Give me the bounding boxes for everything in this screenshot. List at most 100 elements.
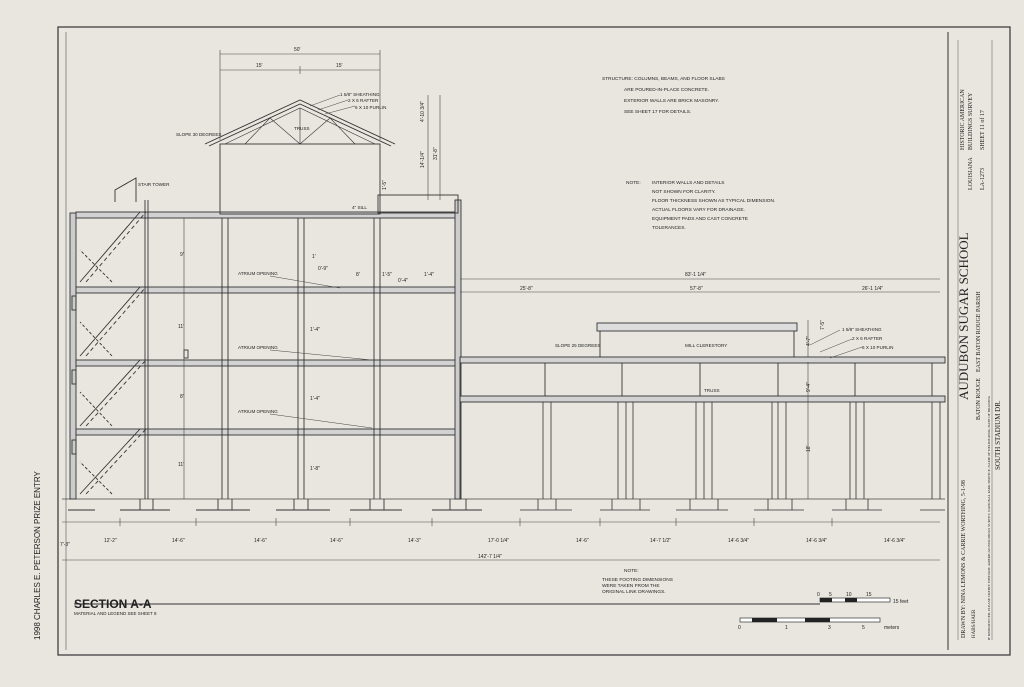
notes: STRUCTURE: COLUMNS, BEAMS, AND FLOOR SLA… bbox=[602, 76, 775, 595]
dim-bottom-3: 14'-6" bbox=[254, 538, 267, 544]
footing-note-2: WERE TAKEN FROM THE bbox=[602, 583, 660, 589]
dim-bottom-6: 17'-0 1/4" bbox=[488, 538, 509, 544]
side-credit: 1998 CHARLES E. PETERSON PRIZE ENTRY bbox=[33, 471, 42, 640]
dim-right-total: 83'-1 1/4" bbox=[685, 272, 706, 278]
note-structure-3: EXTERIOR WALLS ARE BRICK MASONRY. bbox=[624, 98, 719, 104]
scale-m-3: 3 bbox=[828, 625, 831, 631]
dim-top-15b: 15' bbox=[336, 63, 343, 69]
dim-floor-1-5: 1'-5" bbox=[382, 272, 392, 278]
note-interior-4: ACTUAL FLOORS VARY FOR DRAINAGE. bbox=[652, 207, 745, 213]
label-rafter-right: 2 X 6 RAFTER bbox=[852, 336, 883, 341]
tb-name: AUDUBON SUGAR SCHOOL bbox=[956, 232, 971, 400]
dim-right-c: 26'-1 1/4" bbox=[862, 286, 883, 292]
scale-feet-15: 15 bbox=[866, 592, 872, 598]
note-interior-5: EQUIPMENT PADS AND CAST CONCRETE bbox=[652, 216, 748, 222]
dim-v-roof: 4'-10 3/4" bbox=[420, 101, 426, 122]
scale-feet-5: 5 bbox=[829, 592, 832, 598]
dim-top-15: 15' bbox=[256, 63, 263, 69]
label-sill: 4" SILL bbox=[352, 205, 367, 210]
scale-m-1: 1 bbox=[785, 625, 788, 631]
dim-storey-4: 11' bbox=[178, 462, 184, 468]
dim-bottom-8: 14'-7 1/2" bbox=[650, 538, 671, 544]
note-interior-2: NOT SHOWN FOR CLARITY. bbox=[652, 189, 716, 195]
note-label: NOTE: bbox=[626, 180, 641, 186]
dim-h-1-8: 1'-8" bbox=[310, 466, 320, 472]
main-building bbox=[68, 99, 482, 511]
label-truss-right: TRUSS bbox=[704, 388, 720, 393]
dimension-lines bbox=[62, 50, 940, 605]
dim-bottom-1: 12'-2" bbox=[104, 538, 117, 544]
dim-floor-8: 8' bbox=[356, 272, 360, 278]
footing-note-1: THESE FOOTING DIMENSIONS bbox=[602, 577, 673, 583]
dim-storey-1: 9' bbox=[180, 252, 184, 258]
note-structure-2: ARE POURED-IN-PLACE CONCRETE. bbox=[624, 87, 709, 93]
tb-parish: EAST BATON ROUGE PARISH bbox=[976, 291, 982, 372]
scale-m-unit: meters bbox=[884, 625, 900, 631]
section-subtitle: MATERIAL AND LEGEND SEE SHEET 8 bbox=[74, 611, 157, 616]
tb-city: BATON ROUGE bbox=[976, 378, 982, 420]
label-atrium-3: ATRIUM OPENING bbox=[238, 409, 278, 414]
label-stair-tower: STAIR TOWER bbox=[138, 182, 170, 187]
tb-small-text: IF REPRODUCED, PLEASE CREDIT: HISTORIC A… bbox=[987, 395, 992, 640]
outer-border bbox=[57, 26, 1011, 656]
label-purlin-top: 6 X 10 PURLIN bbox=[355, 105, 386, 110]
scale-bars bbox=[739, 597, 891, 623]
mill-shed bbox=[459, 322, 946, 511]
dim-storey-3: 8' bbox=[180, 394, 184, 400]
label-atrium-2: ATRIUM OPENING bbox=[238, 345, 278, 350]
dim-v-sill: 1'-5" bbox=[382, 180, 388, 190]
scale-feet-0: 0 bbox=[817, 592, 820, 598]
dim-storey-2: 11' bbox=[178, 324, 184, 330]
dim-floor-gap1: 1' bbox=[312, 254, 316, 260]
tb-drawn-by: DRAWN BY: NINA LEMONS & CARRIE WORTHING,… bbox=[961, 480, 967, 638]
dim-right-a: 25'-8" bbox=[520, 286, 533, 292]
dim-right-b: 57'-8" bbox=[690, 286, 703, 292]
label-sheathing-top: 1 5/8" SHEATHING bbox=[340, 92, 380, 97]
label-mill-clerestory: MILL CLERESTORY bbox=[685, 343, 727, 348]
label-truss-top: TRUSS bbox=[294, 126, 310, 131]
note-structure-1: STRUCTURE: COLUMNS, BEAMS, AND FLOOR SLA… bbox=[602, 76, 725, 82]
tb-survey-no: LA-1273 bbox=[980, 168, 986, 190]
dim-bottom-10: 14'-6 3/4" bbox=[806, 538, 827, 544]
dim-bottom-11: 14'-6 3/4" bbox=[884, 538, 905, 544]
tb-sheet-no: SHEET 11 of 17 bbox=[979, 110, 986, 150]
dim-shed-1: 4'-7" bbox=[806, 336, 812, 346]
section-title: SECTION A-A bbox=[74, 597, 152, 611]
note-interior-6: TOLERANCES. bbox=[652, 225, 686, 231]
dim-clerestory: 7'-5" bbox=[820, 320, 826, 330]
label-slope-left: SLOPE 30 DEGREES bbox=[176, 132, 221, 137]
scale-labels: 0 5 10 15 15 feet 0 1 3 5 meters bbox=[738, 592, 909, 631]
dim-bottom-0: 7'-3" bbox=[60, 542, 70, 548]
dim-bottom-total: 142'-7 1/4" bbox=[478, 554, 502, 560]
dim-floor-1-4a: 1'-4" bbox=[424, 272, 434, 278]
dim-bottom-5: 14'-3" bbox=[408, 538, 421, 544]
scale-m-0: 0 bbox=[738, 625, 741, 631]
dim-bottom-7: 14'-6" bbox=[576, 538, 589, 544]
title-block: AUDUBON SUGAR SCHOOL EAST BATON ROUGE PA… bbox=[956, 40, 1002, 640]
tb-address: SOUTH STADIUM DR. bbox=[994, 400, 1002, 470]
footing-note-label: NOTE: bbox=[624, 568, 639, 574]
dim-floor-0-4: 0'-4" bbox=[398, 278, 408, 284]
note-interior-1: INTERIOR WALLS AND DETAILS bbox=[652, 180, 725, 186]
dim-floor-0-9: 0'-9" bbox=[318, 266, 328, 272]
label-rafter-top: 2 X 6 RAFTER bbox=[348, 98, 379, 103]
dim-h-1-4b: 1'-4" bbox=[310, 396, 320, 402]
dim-shed-2: 9'-4" bbox=[806, 382, 812, 392]
dimension-labels: 50' 15' 15' 4'-10 3/4" 14'-1/4" 31'-8" 1… bbox=[60, 47, 905, 560]
scale-feet-unit: 15 feet bbox=[893, 599, 909, 605]
label-atrium-1: ATRIUM OPENING bbox=[238, 271, 278, 276]
dim-top-50: 50' bbox=[294, 47, 301, 53]
dim-h-1-4: 1'-4" bbox=[310, 327, 320, 333]
scale-feet-10: 10 bbox=[846, 592, 852, 598]
dim-v-total: 31'-8" bbox=[433, 147, 439, 160]
label-slope-right: SLOPE 25 DEGREES bbox=[555, 343, 600, 348]
dim-shed-3: 18' bbox=[806, 445, 812, 452]
label-sheathing-right: 1 5/8" SHEATHING bbox=[842, 327, 882, 332]
dim-bottom-2: 14'-6" bbox=[172, 538, 185, 544]
tb-state: LOUISIANA bbox=[968, 157, 974, 190]
label-purlin-right: 6 X 10 PURLIN bbox=[862, 345, 893, 350]
note-interior-3: FLOOR THICKNESS SHOWN AS TYPICAL DIMENSI… bbox=[652, 198, 775, 204]
footing-note-3: ORIGINAL LINK DRAWINGS. bbox=[602, 589, 666, 595]
